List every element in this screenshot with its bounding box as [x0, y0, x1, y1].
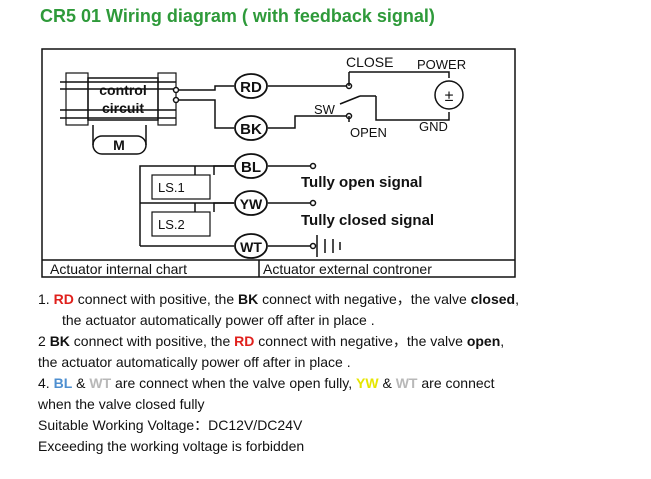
power-label: POWER [417, 57, 466, 72]
terminal-rd [234, 73, 268, 99]
diagram-frame [41, 48, 516, 278]
ls2-box [151, 211, 211, 237]
control-label: control [99, 82, 146, 98]
closed-keyword: closed [470, 291, 516, 307]
wt-keyword: WT [89, 375, 112, 391]
warning-note: Exceeding the working voltage is forbidd… [38, 438, 305, 454]
note-1-line-2: the actuator automatically power off aft… [62, 312, 375, 328]
rd-keyword: RD [234, 333, 255, 349]
closed-signal-label: Tully closed signal [301, 212, 434, 229]
bk-keyword: BK [49, 333, 70, 349]
terminal-dots [172, 86, 317, 250]
rd-keyword: RD [53, 291, 74, 307]
ls1-box [151, 174, 211, 200]
power-source [434, 80, 464, 110]
switch-blade [339, 95, 361, 105]
motor-label: M [113, 137, 125, 153]
circuit-label: circuit [102, 100, 144, 116]
terminal-wt-label: WT [240, 239, 262, 255]
gnd-label: GND [419, 119, 448, 134]
terminal-bk [234, 115, 268, 141]
note-4: 4. BL & WT are connect when the valve op… [38, 375, 495, 391]
open-label: OPEN [350, 125, 387, 140]
note-4-line-2: when the valve closed fully [38, 396, 205, 412]
switch-label: SW [314, 102, 336, 117]
bl-keyword: BL [53, 375, 73, 391]
motor-box [92, 135, 147, 155]
terminal-yw [234, 190, 268, 216]
wiring-notes: 1. RD connect with positive, the BK conn… [38, 289, 638, 457]
voltage-note: Suitable Working Voltage：DC12V/DC24V [38, 417, 303, 433]
terminal-rd-label: RD [240, 79, 262, 96]
terminal-bl-label: BL [241, 159, 261, 176]
internal-chart-label: Actuator internal chart [50, 261, 187, 277]
terminal-yw-label: YW [240, 196, 263, 212]
note-1: 1. RD connect with positive, the BK conn… [38, 291, 519, 307]
diagram-title: CR5 01 Wiring diagram ( with feedback si… [40, 6, 435, 26]
ls1-label: LS.1 [158, 180, 185, 195]
note-2-line-2: the actuator automatically power off aft… [38, 354, 351, 370]
terminal-bk-label: BK [240, 121, 262, 138]
bk-keyword: BK [238, 291, 259, 307]
terminal-bl [234, 153, 268, 179]
note-2: 2 BK connect with positive, the RD conne… [38, 333, 505, 349]
terminal-wt [234, 233, 268, 259]
open-keyword: open [466, 333, 501, 349]
open-signal-label: Tully open signal [301, 174, 422, 191]
close-label: CLOSE [346, 54, 393, 70]
wiring-diagram: RD BK BL YW WT control circuit M Tully o… [41, 48, 516, 278]
external-controller-label: Actuator external controner [263, 261, 432, 277]
yw-keyword: YW [356, 375, 379, 391]
power-symbol: ± [445, 88, 454, 105]
ls2-label: LS.2 [158, 217, 185, 232]
wt-keyword: WT [395, 375, 418, 391]
